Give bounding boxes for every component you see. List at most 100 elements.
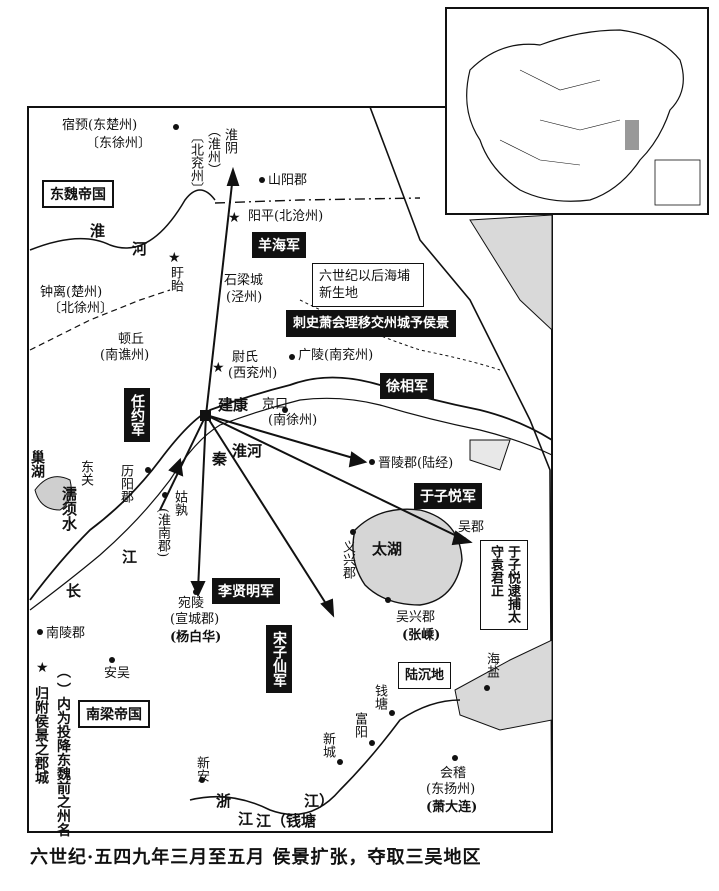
- inset-china-outline: [466, 29, 684, 202]
- place-shiliang-sub: (泾州): [226, 290, 263, 305]
- sea-hatch-2: [454, 639, 553, 731]
- inset-provinces: [499, 69, 621, 166]
- place-weishi-sub: (西兖州): [228, 366, 278, 381]
- arrowhead-renyue: [168, 457, 184, 477]
- place-huaiyin-old2: 〔北兖州〕: [188, 130, 203, 195]
- place-dunqiu-sub: (南谯州): [100, 348, 150, 363]
- place-wanling: 宛陵: [178, 596, 205, 611]
- place-liyang: 历阳郡: [118, 464, 133, 503]
- inset-frame: [445, 7, 709, 215]
- callout-wujun-note: 于子悦逮捕太守袁君正: [480, 540, 528, 630]
- place-wujun: 吴郡: [458, 520, 485, 535]
- map-frame: [27, 106, 553, 833]
- place-weishi: 尉氏: [232, 350, 259, 365]
- east-wei-label: 东魏帝国: [42, 180, 114, 208]
- qiantang-river: [189, 699, 461, 816]
- star-yangping: ★: [228, 210, 241, 226]
- star-markers: ★ ★ ★ ★: [36, 210, 241, 676]
- south-liang-label: 南梁帝国: [78, 700, 150, 728]
- river-zhe-3: 江（钱塘: [256, 812, 317, 830]
- place-wuxing: 吴兴郡: [396, 610, 436, 625]
- taihu-lake: [352, 508, 463, 606]
- place-shanyang: 山阳郡: [268, 173, 308, 188]
- legend-star-text: 归附侯景之郡城: [33, 686, 49, 784]
- place-fuyang: 富阳: [352, 712, 367, 738]
- star-weishi: ★: [212, 360, 225, 376]
- river-zhe-4: 江）: [304, 792, 335, 810]
- river-huai-2: 河: [132, 240, 148, 258]
- sea-hatch-3: [469, 439, 511, 471]
- callout-sink: 陆沉地: [398, 662, 452, 689]
- army-renyue: 任约军: [124, 388, 150, 442]
- army-lixianming: 李贤明军: [212, 578, 280, 604]
- lake-chaohu: 巢湖: [29, 450, 45, 478]
- callout-xiaohui: 刺史萧会理移交州城予侯景: [286, 310, 457, 337]
- army-songzixian: 宋子仙军: [266, 625, 292, 693]
- place-nanling: 南陵郡: [46, 626, 86, 641]
- river-huai-1: 淮: [90, 222, 106, 240]
- place-xuyi: 盱眙: [168, 266, 183, 292]
- place-dongguan: 东关: [78, 460, 93, 486]
- yangtze-river-2: [29, 397, 553, 611]
- place-suyu-old: 〔东徐州〕: [86, 136, 152, 151]
- river-ruxu: 濡须水: [60, 486, 78, 531]
- army-xuxiang: 徐相军: [380, 373, 434, 399]
- place-dots: [37, 124, 490, 783]
- place-gushu-sub: (淮南郡): [155, 508, 170, 558]
- huai-river: [29, 189, 216, 251]
- place-huaiyin-old: （淮州）: [205, 124, 220, 176]
- place-haiyan: 海盐: [484, 652, 499, 678]
- place-qiantang: 钱塘: [372, 684, 387, 710]
- border-west: [29, 289, 171, 351]
- star-legend: ★: [36, 660, 49, 676]
- map-caption: 六世纪·五四九年三月至五月 侯景扩张，夺取三吴地区: [30, 847, 482, 868]
- place-shiliang: 石梁城: [224, 273, 264, 288]
- arrowhead-jinling: [348, 451, 368, 468]
- place-xincheng: 新城: [320, 732, 335, 758]
- army-yanghai: 羊海军: [252, 232, 306, 258]
- river-zhe-1: 浙: [216, 792, 232, 810]
- arrow-lixianming: [197, 414, 207, 591]
- yangtze-river: [29, 376, 553, 601]
- place-guangling: 广陵(南兖州): [298, 348, 374, 363]
- lake-taihu: 太湖: [372, 540, 403, 558]
- place-yangping: 阳平(北沧州): [248, 209, 324, 224]
- place-kuaiji-sub: (东扬州): [426, 782, 476, 797]
- arrow-jinling: [205, 414, 361, 461]
- arrow-wujun: [205, 414, 466, 541]
- place-jinling: 晋陵郡(陆经): [378, 456, 454, 471]
- place-suyu: 宿预(东楚州): [62, 118, 138, 133]
- legend-paren-text: （ ）内为投降东魏前之州名: [55, 664, 71, 837]
- place-gushu: 姑孰: [172, 490, 187, 516]
- callout-newland: 六世纪以后海埔新生地: [312, 263, 424, 307]
- star-xuyi: ★: [168, 250, 181, 266]
- inset-islands-box: [654, 159, 701, 206]
- river-chang-1: 长: [66, 582, 82, 600]
- inset-highlight: [625, 120, 639, 150]
- place-kuaiji-gov: (萧大连): [426, 800, 478, 815]
- place-wuxing-gov: (张嵊): [402, 628, 441, 643]
- jiankang-marker: [200, 410, 211, 421]
- place-wanling-sub: (宣城郡): [170, 612, 220, 627]
- place-yixing: 义兴郡: [340, 540, 355, 579]
- place-jingkou: 京口: [262, 397, 289, 412]
- chaohu-lake: [34, 476, 72, 511]
- place-huaiyin: 淮阴: [222, 128, 237, 154]
- coastline: [369, 106, 553, 833]
- place-dunqiu: 顿丘: [118, 332, 145, 347]
- river-qinhuai-2: 淮河: [232, 442, 263, 460]
- place-wanling-gov: (杨白华): [170, 630, 222, 645]
- place-anwu: 安吴: [104, 666, 131, 681]
- place-xinan: 新安: [194, 756, 209, 782]
- border-east-wei: [214, 197, 421, 204]
- arrow-songzixian: [205, 414, 331, 611]
- river-qinhuai-1: 秦: [212, 450, 228, 468]
- place-jingkou-sub: (南徐州): [268, 413, 318, 428]
- river-chang-2: 江: [122, 548, 138, 566]
- arrow-yanghai: [205, 174, 234, 416]
- arrowhead-lixianming: [190, 581, 206, 598]
- sea-hatch-1: [469, 214, 553, 332]
- army-yuziyue: 于子悦军: [414, 483, 482, 509]
- place-jiankang: 建康: [218, 396, 249, 414]
